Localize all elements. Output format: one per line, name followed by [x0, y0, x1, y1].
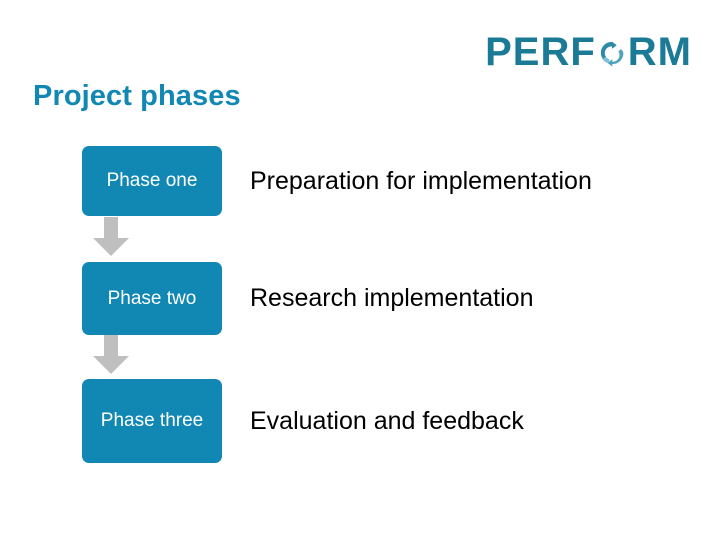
project-phases-flow: Phase one Preparation for implementation… [0, 146, 720, 463]
phase-box-one[interactable]: Phase one [82, 146, 222, 216]
logo-text-before: PERF [485, 30, 596, 74]
recycle-circular-arrows-icon [597, 38, 627, 68]
flow-connector-two [0, 334, 222, 380]
arrow-down-icon [92, 216, 130, 262]
phase-description-one: Preparation for implementation [250, 166, 592, 195]
phase-description-two: Research implementation [250, 284, 534, 312]
flow-connector-one [0, 216, 222, 262]
phase-row-three: Phase three Evaluation and feedback [0, 379, 720, 463]
perform-logo: PERF RM [485, 29, 692, 75]
phase-box-three-label: Phase three [100, 410, 204, 432]
phase-box-two[interactable]: Phase two [82, 262, 222, 335]
phase-row-two: Phase two Research implementation [0, 262, 720, 335]
logo-text-after: RM [627, 30, 692, 74]
phase-box-one-label: Phase one [106, 170, 198, 192]
arrow-down-icon [92, 334, 130, 380]
page-title: Project phases [33, 80, 241, 112]
phase-box-three[interactable]: Phase three [82, 379, 222, 463]
phase-description-three: Evaluation and feedback [250, 406, 524, 435]
phase-box-two-label: Phase two [107, 287, 197, 309]
phase-row-one: Phase one Preparation for implementation [0, 146, 720, 216]
